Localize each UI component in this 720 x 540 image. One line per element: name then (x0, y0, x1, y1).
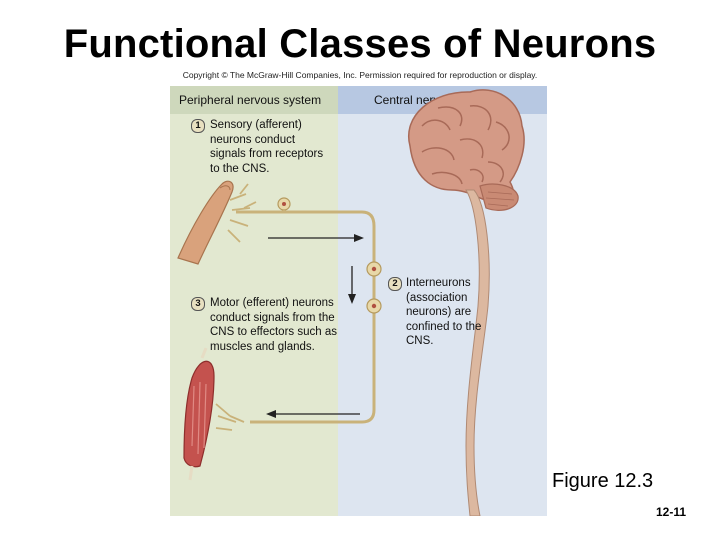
slide-title: Functional Classes of Neurons (63, 22, 657, 66)
figure-caption: Figure 12.3 (552, 470, 654, 492)
downward-arrow (348, 266, 356, 304)
step-text-interneuron: Interneurons (association neurons) are c… (406, 277, 482, 347)
interneuron-cell-body (366, 261, 382, 277)
sensory-arrow (268, 234, 364, 242)
muscle-illustration (183, 347, 245, 481)
spinal-cord (465, 189, 490, 516)
sensory-cell-body (277, 197, 291, 212)
step-text-sensory: Sensory (afferent) neurons conduct signa… (210, 119, 324, 175)
step-sensory: 1 Sensory (afferent) neurons conduct sig… (188, 118, 338, 178)
figure-artwork (177, 89, 525, 516)
finger-illustration (177, 180, 257, 265)
neuron-classes-figure: Peripheral nervous system Central nervou… (170, 86, 547, 516)
brain-illustration (407, 89, 525, 211)
page-number: 12-11 (656, 505, 687, 519)
copyright-notice: Copyright © The McGraw-Hill Companies, I… (182, 70, 538, 80)
peripheral-header: Peripheral nervous system (170, 86, 338, 114)
peripheral-header-label: Peripheral nervous system (179, 93, 322, 107)
step-number-1: 1 (191, 119, 205, 133)
motor-cell-body (366, 298, 382, 314)
step-text-motor: Motor (efferent) neurons conduct signals… (210, 297, 337, 353)
step-motor: 3 Motor (efferent) neurons conduct signa… (188, 296, 338, 376)
sensory-pathway (236, 210, 376, 254)
step-interneuron: 2 Interneurons (association neurons) are… (386, 276, 496, 347)
motor-arrow (266, 410, 360, 418)
motor-pathway (250, 306, 376, 424)
step-number-3: 3 (191, 297, 205, 311)
step-number-2: 2 (388, 277, 402, 291)
